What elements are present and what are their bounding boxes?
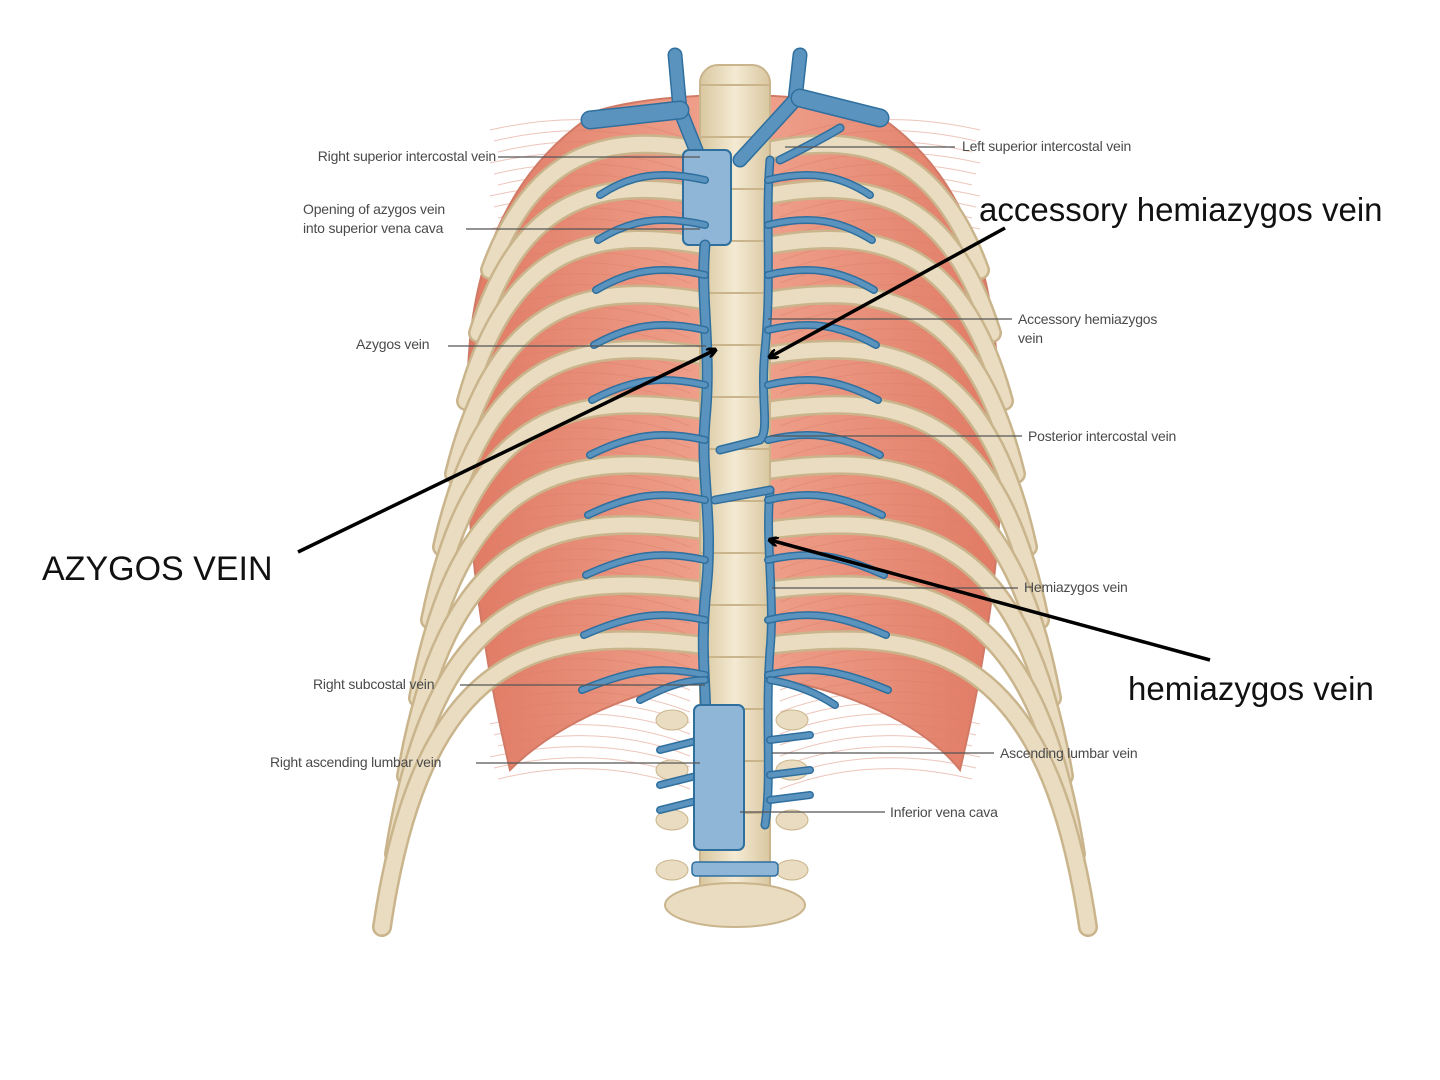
right-subclavian-vein-fill (582, 102, 688, 128)
posterior-intercostal-vein-left-fill (765, 492, 885, 518)
muscle-fiber (493, 691, 691, 713)
posterior-intercostal-vein-left-fill (765, 612, 889, 638)
left-subcostal-vein-fill (767, 677, 838, 708)
rib-right-highlight (762, 287, 1024, 482)
muscle-fiber (779, 317, 981, 339)
left-superior-intercostal-vein-fill (777, 125, 843, 163)
muscle-fiber (779, 691, 977, 713)
muscle-fiber (779, 746, 981, 768)
arrow-hemiazygos (770, 540, 1211, 662)
label-inferior-vena-cava: Inferior vena cava (890, 804, 998, 820)
rib-left-highlight (482, 136, 708, 278)
rib-right-highlight (762, 397, 1048, 628)
posterior-intercostal-vein-left-fill (765, 377, 881, 403)
muscle-fiber (489, 317, 691, 339)
rib-left-highlight (398, 517, 708, 784)
posterior-intercostal-vein-left-fill (765, 217, 875, 243)
lumbar-vein-left-fill (767, 767, 813, 778)
sacrum-top (664, 882, 806, 928)
muscle-fiber (493, 262, 691, 284)
label-right-ascending-lumbar-vein: Right ascending lumbar vein (270, 754, 442, 770)
posterior-intercostal-vein-right-fill (581, 612, 708, 638)
muscle-fiber (493, 559, 691, 581)
posterior-intercostal-vein-right-fill (585, 492, 708, 518)
posterior-intercostal-vein-right-fill (587, 432, 708, 458)
muscle-fiber (779, 669, 973, 691)
label-right-subcostal-vein: Right subcostal vein (313, 676, 435, 692)
rib-left-highlight (410, 457, 708, 706)
rib-right-highlight (762, 457, 1060, 706)
muscle-fiber (779, 735, 973, 757)
muscle-fiber (779, 768, 973, 790)
right-subcostal-vein-fill (637, 677, 708, 703)
rib-right-highlight (762, 577, 1084, 862)
label-opening-azygos-line2: into superior vena cava (303, 220, 444, 236)
lumbar-vein-left-fill (767, 792, 813, 803)
label-left-superior-intercostal-vein: Left superior intercostal vein (962, 138, 1132, 154)
muscle-fiber (493, 724, 691, 746)
transverse-process-right (775, 859, 809, 881)
rib-left-highlight (374, 632, 708, 935)
hemiazygos-crossing-fill (712, 487, 773, 503)
left-subclavian-vein-fill (792, 90, 888, 126)
rib-right-highlight (762, 517, 1072, 784)
posterior-intercostal-vein-right-fill (593, 267, 708, 293)
label-right-superior-intercostal-vein: Right superior intercostal vein (317, 148, 496, 164)
rib-left-highlight (422, 397, 708, 628)
rib-right-highlight (762, 232, 1012, 409)
iliac-vein-band (691, 861, 779, 877)
label-opening-azygos-line1: Opening of azygos vein (303, 201, 445, 217)
superior-vena-cava (682, 149, 732, 246)
azygos-vein-fill (699, 241, 713, 734)
arrow-accessory-hemiazygos (770, 226, 1006, 357)
label-accessory-hemiazygos-line1: Accessory hemiazygos (1018, 311, 1158, 327)
transverse-process-right (775, 709, 809, 731)
posterior-intercostal-vein-right-fill (595, 217, 708, 243)
arrow-azygos (297, 350, 715, 554)
rib-left-highlight (434, 342, 708, 555)
label-azygos-vein: Azygos vein (356, 336, 430, 352)
posterior-intercostal-vein-left-fill (765, 667, 891, 693)
transverse-process-right (775, 809, 809, 831)
callout-hemiazygos-vein: hemiazygos vein (1128, 670, 1374, 707)
posterior-intercostal-vein-right-fill (583, 552, 708, 578)
callout-accessory-hemiazygos-vein: accessory hemiazygos vein (979, 191, 1383, 228)
inferior-vena-cava (693, 704, 745, 851)
transverse-process-left (655, 859, 689, 881)
rib-left-highlight (470, 181, 708, 341)
rib-right-highlight (762, 342, 1036, 555)
rib-right-highlight (762, 632, 1096, 935)
label-accessory-hemiazygos-line2: vein (1018, 330, 1043, 346)
posterior-intercostal-vein-right-fill (579, 667, 708, 693)
muscle-fiber (497, 669, 691, 691)
label-hemiazygos-vein: Hemiazygos vein (1024, 579, 1128, 595)
posterior-intercostal-vein-left-fill (765, 267, 877, 293)
label-posterior-intercostal-vein: Posterior intercostal vein (1028, 428, 1177, 444)
callout-azygos-vein: AZYGOS VEIN (42, 550, 273, 588)
label-ascending-lumbar-vein: Ascending lumbar vein (1000, 745, 1138, 761)
posterior-intercostal-vein-left-fill (765, 172, 873, 198)
rib-left-highlight (458, 232, 708, 409)
posterior-intercostal-vein-right-fill (591, 322, 708, 348)
muscle-fiber (779, 262, 977, 284)
rib-right-highlight (762, 181, 1000, 341)
rib-left-highlight (386, 577, 708, 862)
muscle-fiber (779, 559, 977, 581)
lumbar-vein-left-fill (767, 732, 813, 743)
accessory-hemiazygos-vein-fill (717, 157, 773, 453)
posterior-intercostal-vein-right-fill (597, 172, 708, 198)
rib-left-highlight (446, 287, 708, 482)
posterior-intercostal-vein-right-fill (589, 377, 708, 403)
muscle-fiber (489, 746, 691, 768)
transverse-process-left (655, 709, 689, 731)
